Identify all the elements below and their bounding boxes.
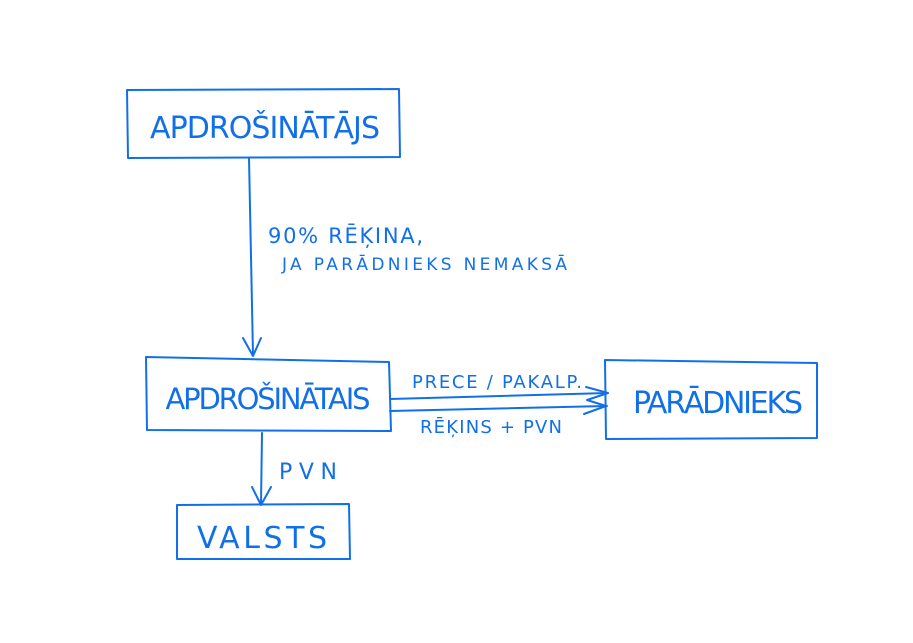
node-insured-box (145, 356, 392, 432)
edge-insured-to-state: PVN (251, 432, 337, 506)
edge-invoice-line (389, 405, 608, 412)
node-state: VALSTS (176, 503, 351, 560)
edge-vat-line (260, 432, 263, 505)
arrowhead-icon (242, 337, 262, 357)
edge-vat-label: PVN (279, 460, 337, 485)
edge-invoice-label: RĒĶINS + PVN (420, 416, 562, 438)
arrowhead-icon (583, 386, 609, 415)
node-debtor-box (604, 359, 818, 440)
edge-label-line-2: JA PARĀDNIEKS NEMAKSĀ (281, 253, 567, 275)
node-insurer: APDROŠINĀTĀJS (126, 88, 401, 159)
node-debtor: PARĀDNIEKS (604, 359, 818, 440)
edge-goods-label: PRECE / PAKALP. (412, 372, 582, 393)
edge-insurer-to-insured: 90% RĒĶINA, JA PARĀDNIEKS NEMAKSĀ (242, 157, 567, 357)
node-insured: APDROŠINĀTAIS (145, 356, 392, 432)
edge-label-line-1: 90% RĒĶINA, (268, 223, 423, 248)
node-insurer-label: APDROŠINĀTĀJS (150, 109, 380, 146)
edge-insured-to-debtor: PRECE / PAKALP. RĒĶINS + PVN (389, 372, 609, 438)
node-insured-label: APDROŠINĀTAIS (166, 382, 371, 416)
edge-goods-line (389, 392, 609, 400)
node-debtor-label: PARĀDNIEKS (633, 385, 803, 421)
node-state-box (176, 503, 351, 560)
edge-insurer-to-insured-line (248, 157, 254, 356)
node-state-label: VALSTS (197, 521, 327, 556)
node-insurer-box (126, 88, 401, 159)
